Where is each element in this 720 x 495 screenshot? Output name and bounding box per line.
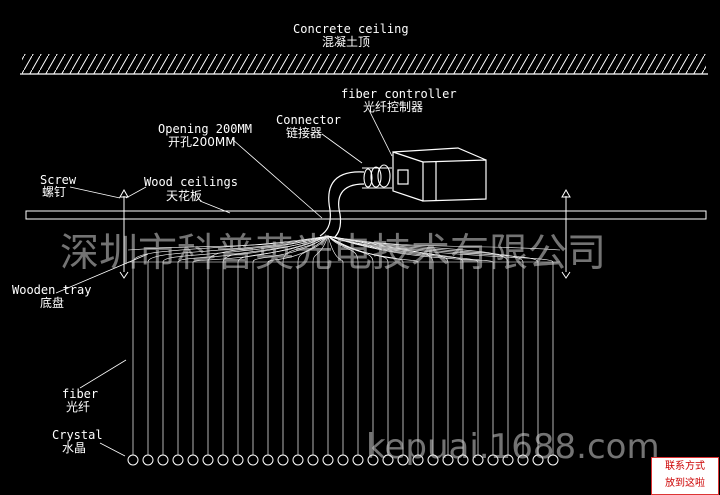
contact-line-1: 联系方式 — [665, 461, 705, 472]
company-watermark: 深圳市科普英光电技术有限公司 — [60, 231, 606, 276]
fiber-spread — [127, 235, 561, 263]
concrete-label-cn: 混凝土顶 — [322, 34, 370, 49]
crystal — [232, 454, 244, 466]
fiber-controller-box — [392, 147, 487, 202]
crystal — [247, 454, 259, 466]
fiber-spread-curve — [132, 235, 329, 263]
crystal — [457, 454, 469, 466]
fiber-spread-curve — [327, 235, 494, 263]
fiber-spread-curve — [327, 235, 434, 263]
crystal — [142, 454, 154, 466]
crystal — [157, 454, 169, 466]
crystal — [487, 454, 499, 466]
fiber-spread-curve — [327, 235, 419, 263]
left-screw — [119, 188, 129, 279]
screw-label-cn: 螺钉 — [42, 185, 66, 199]
fiber-spread-curve — [252, 235, 329, 263]
crystal — [322, 454, 334, 466]
crystal — [352, 454, 364, 466]
fiber-label-en: fiber — [62, 387, 98, 401]
wooden-tray — [127, 235, 561, 263]
crystal — [442, 454, 454, 466]
fiber-spread-curve — [327, 235, 539, 263]
wood-ceiling-board — [25, 210, 707, 220]
crystal — [367, 454, 379, 466]
opening-label-en: Opening 200MM — [158, 122, 252, 136]
fiber-bundle — [319, 171, 365, 239]
controller-label-cn: 光纤控制器 — [363, 100, 423, 114]
crystal-label-en: Crystal — [52, 428, 103, 442]
fiber-spread-curve — [192, 235, 329, 263]
tray-label-cn: 底盘 — [40, 295, 64, 310]
fiber-spread-curve — [237, 235, 329, 263]
fiber-spread-curve — [327, 235, 554, 263]
fiber-spread-curve — [222, 235, 329, 263]
wood-ceiling-label-en: Wood ceilings — [144, 175, 238, 189]
crystal — [517, 454, 529, 466]
fiber-spread-curve — [267, 235, 329, 263]
crystal — [427, 454, 439, 466]
crystal — [292, 454, 304, 466]
right-screw — [561, 188, 571, 279]
crystal — [187, 454, 199, 466]
crystal — [502, 454, 514, 466]
fiber-spread-curve — [327, 235, 359, 263]
crystal-label-cn: 水晶 — [62, 441, 86, 455]
contact-button[interactable]: 联系方式 放到这啦 — [651, 457, 719, 495]
crystal — [307, 454, 319, 466]
fiber-spread-curve — [147, 235, 329, 263]
connector-label-cn: 链接器 — [286, 125, 322, 140]
tray-label-en: Wooden tray — [12, 283, 91, 297]
crystal — [172, 454, 184, 466]
fiber-strands — [132, 262, 554, 455]
crystal — [277, 454, 289, 466]
connector — [362, 164, 392, 189]
leader-lines — [55, 107, 393, 457]
crystal — [472, 454, 484, 466]
fiber-spread-curve — [297, 235, 329, 263]
fiber-spread-curve — [327, 235, 344, 263]
fiber-spread-curve — [162, 235, 329, 263]
crystal — [202, 454, 214, 466]
site-watermark: kepuai.1688.com — [366, 427, 660, 467]
crystal — [532, 454, 544, 466]
crystal-row — [127, 454, 559, 466]
crystal — [382, 454, 394, 466]
fiber-spread-curve — [327, 235, 374, 263]
crystal — [397, 454, 409, 466]
crystal — [127, 454, 139, 466]
wood-ceiling-label-cn: 天花板 — [166, 188, 202, 203]
concrete-label-en: Concrete ceiling — [293, 22, 409, 36]
fiber-label-cn: 光纤 — [66, 400, 90, 414]
screw-label-en: Screw — [40, 173, 77, 187]
fiber-spread-curve — [282, 235, 329, 263]
controller-label-en: fiber controller — [341, 87, 457, 101]
fiber-spread-curve — [312, 235, 329, 263]
crystal — [547, 454, 559, 466]
concrete-ceiling — [22, 54, 706, 74]
crystal — [217, 454, 229, 466]
crystal — [337, 454, 349, 466]
crystal — [412, 454, 424, 466]
crystal — [262, 454, 274, 466]
opening-label-cn: 开孔200MM — [168, 135, 236, 149]
fiber-spread-curve — [207, 235, 329, 263]
connector-label-en: Connector — [276, 113, 341, 127]
contact-line-2: 放到这啦 — [665, 478, 705, 489]
fiber-spread-curve — [327, 235, 524, 263]
